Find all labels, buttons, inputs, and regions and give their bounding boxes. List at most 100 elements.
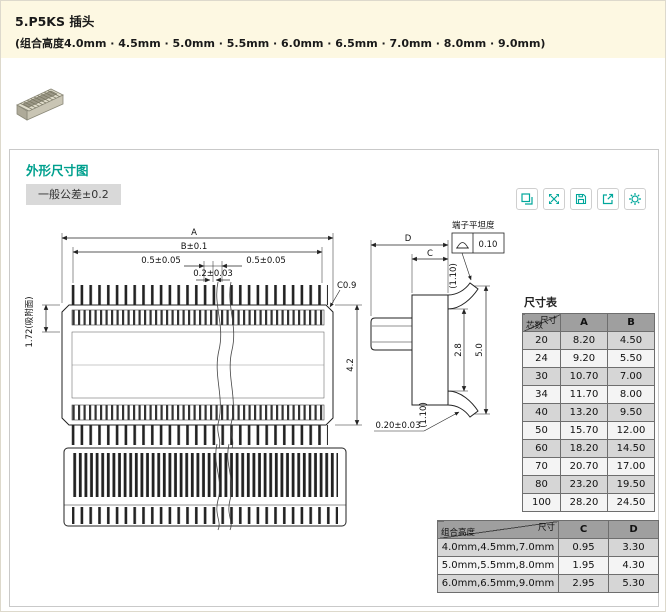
flatness-label: 端子平坦度 — [452, 220, 495, 231]
cell-a: 10.70 — [561, 368, 608, 386]
page-subtitle: (组合高度4.0mm · 4.5mm · 5.0mm · 5.5mm · 6.0… — [15, 35, 651, 51]
table-row: 4013.209.50 — [523, 404, 655, 422]
section-title: 外形尺寸图 — [26, 160, 89, 179]
dim-a-label: A — [191, 228, 197, 238]
share-button[interactable] — [597, 188, 619, 210]
fullscreen-button[interactable] — [543, 188, 565, 210]
cell-b: 4.50 — [608, 332, 655, 350]
connector-image — [11, 81, 71, 131]
col-header-c: C — [559, 521, 609, 539]
cell-d: 4.30 — [609, 557, 659, 575]
size-table-title: 尺寸表 — [524, 294, 654, 310]
front-view — [42, 233, 362, 448]
corner-size-label: 尺寸 — [538, 521, 555, 533]
cell-cores: 70 — [523, 458, 561, 476]
table-row: 8023.2019.50 — [523, 476, 655, 494]
cell-b: 5.50 — [608, 350, 655, 368]
col-header-d: D — [609, 521, 659, 539]
size-table: 尺寸 芯数 A B 208.204.50 249.205.50 3010.707… — [522, 313, 655, 512]
cell-cores: 24 — [523, 350, 561, 368]
table-row: 5015.7012.00 — [523, 422, 655, 440]
cell-cores: 60 — [523, 440, 561, 458]
outer-height-label: 5.0 — [475, 343, 485, 357]
save-button[interactable] — [570, 188, 592, 210]
table-row: 4.0mm,4.5mm,7.0mm0.953.30 — [438, 539, 659, 557]
corner-height-label: 组合高度 — [441, 526, 475, 538]
cell-b: 24.50 — [608, 494, 655, 512]
dimension-panel: 外形尺寸图 一般公差±0.2 — [9, 149, 659, 607]
cell-a: 20.70 — [561, 458, 608, 476]
bottom-view — [64, 444, 346, 530]
cell-c: 1.95 — [559, 557, 609, 575]
cell-height: 5.0mm,5.5mm,8.0mm — [438, 557, 559, 575]
tolerance-chip: 一般公差±0.2 — [26, 184, 121, 205]
dim-d-label: D — [405, 234, 412, 244]
copy-icon — [520, 192, 534, 206]
cell-a: 8.20 — [561, 332, 608, 350]
table-row: 249.205.50 — [523, 350, 655, 368]
height-table: 尺寸 组合高度 C D 4.0mm,4.5mm,7.0mm0.953.30 5.… — [437, 520, 659, 593]
cell-a: 15.70 — [561, 422, 608, 440]
table-row: 3010.707.00 — [523, 368, 655, 386]
suction-face-label: 1.72(吸附面) — [24, 296, 35, 347]
dim-c-label: C — [427, 249, 433, 259]
page-title: 5.P5KS 插头 — [15, 11, 651, 30]
table-row: 6018.2014.50 — [523, 440, 655, 458]
cell-a: 11.70 — [561, 386, 608, 404]
inner-height-label: 2.8 — [454, 343, 464, 357]
col-header-a: A — [561, 314, 608, 332]
size-table-header-row: 尺寸 芯数 A B — [523, 314, 655, 332]
pitch-right-label: 0.5±0.05 — [246, 256, 286, 266]
height-table-corner-cell: 尺寸 组合高度 — [438, 521, 559, 539]
flatness-value: 0.10 — [479, 240, 498, 250]
bottom-pins — [68, 425, 328, 445]
cell-cores: 50 — [523, 422, 561, 440]
cell-a: 9.20 — [561, 350, 608, 368]
cell-b: 12.00 — [608, 422, 655, 440]
cell-cores: 80 — [523, 476, 561, 494]
cell-cores: 20 — [523, 332, 561, 350]
table-row: 208.204.50 — [523, 332, 655, 350]
toolbar — [516, 188, 646, 210]
settings-icon — [628, 192, 642, 206]
copy-button[interactable] — [516, 188, 538, 210]
share-icon — [601, 192, 615, 206]
table-row: 3411.708.00 — [523, 386, 655, 404]
cell-cores: 100 — [523, 494, 561, 512]
table-row: 10028.2024.50 — [523, 494, 655, 512]
height-label: 4.2 — [346, 358, 356, 372]
cell-b: 14.50 — [608, 440, 655, 458]
cell-a: 23.20 — [561, 476, 608, 494]
cell-b: 8.00 — [608, 386, 655, 404]
lead-bottom-label: (1.10) — [419, 402, 429, 428]
save-icon — [574, 192, 588, 206]
fullscreen-icon — [547, 192, 561, 206]
settings-button[interactable] — [624, 188, 646, 210]
cell-d: 3.30 — [609, 539, 659, 557]
cell-a: 13.20 — [561, 404, 608, 422]
chamfer-label: C0.9 — [337, 281, 356, 291]
product-thumbnail — [11, 81, 71, 131]
table-row: 6.0mm,6.5mm,9.0mm2.955.30 — [438, 575, 659, 593]
terminal-thickness-label: 0.20±0.03 — [376, 421, 421, 431]
cell-cores: 40 — [523, 404, 561, 422]
col-header-b: B — [608, 314, 655, 332]
cell-c: 0.95 — [559, 539, 609, 557]
top-pins — [68, 285, 328, 305]
cell-cores: 30 — [523, 368, 561, 386]
cell-b: 9.50 — [608, 404, 655, 422]
size-table-corner-cell: 尺寸 芯数 — [523, 314, 561, 332]
table-row: 5.0mm,5.5mm,8.0mm1.954.30 — [438, 557, 659, 575]
lead-top-label: (1.10) — [449, 263, 459, 289]
header-band: 5.P5KS 插头 (组合高度4.0mm · 4.5mm · 5.0mm · 5… — [1, 1, 665, 58]
cell-a: 18.20 — [561, 440, 608, 458]
bottom-view-pins — [72, 453, 338, 497]
cell-a: 28.20 — [561, 494, 608, 512]
cell-b: 7.00 — [608, 368, 655, 386]
pitch-left-label: 0.5±0.05 — [141, 256, 181, 266]
corner-cores-label: 芯数 — [526, 319, 543, 331]
cell-cores: 34 — [523, 386, 561, 404]
table-row: 7020.7017.00 — [523, 458, 655, 476]
side-view — [371, 233, 504, 431]
